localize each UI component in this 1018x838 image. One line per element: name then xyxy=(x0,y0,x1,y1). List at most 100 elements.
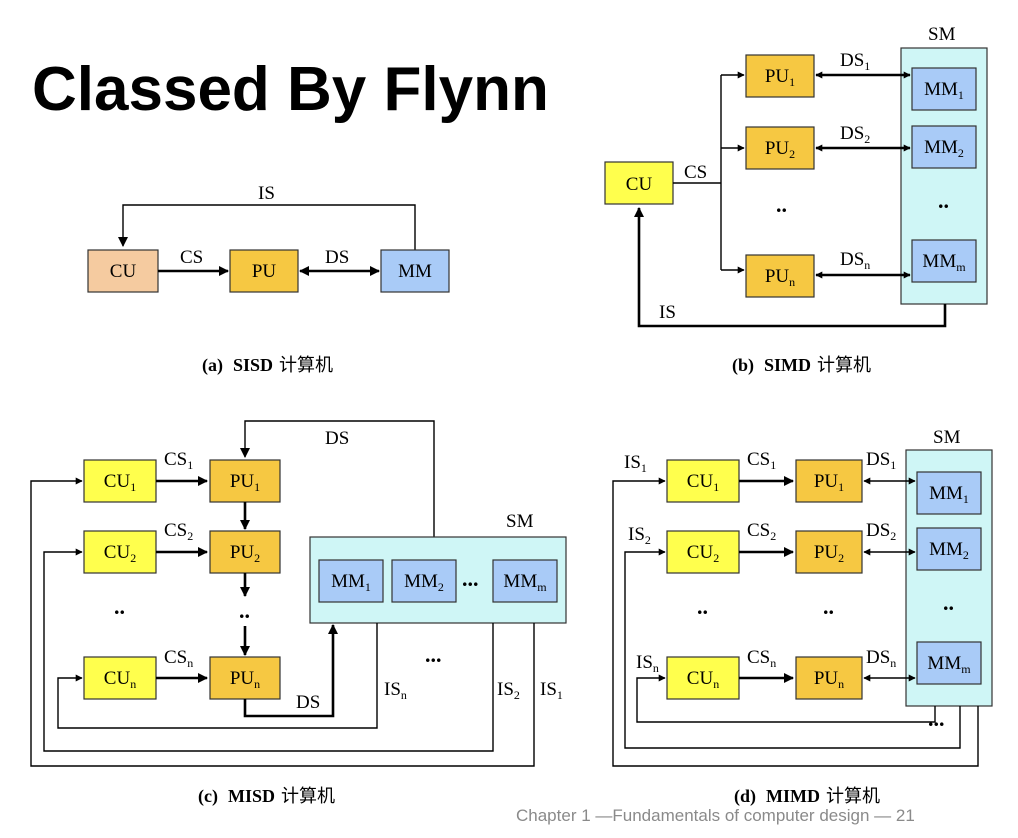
mimd-cu1-label: CU1 xyxy=(687,471,719,494)
simd-cu-label: CU xyxy=(626,174,653,195)
misd-pu-dots: .. xyxy=(239,598,250,623)
mimd-pun-box xyxy=(795,656,863,700)
sisd-cu-label: CU xyxy=(110,261,137,282)
mimd-ds1-label: DS1 xyxy=(866,449,896,472)
mimd-pu1-label: PU1 xyxy=(814,471,844,494)
misd-mm1-box xyxy=(318,559,384,603)
simd-is-line xyxy=(634,207,947,328)
mimd-mm2-label: MM2 xyxy=(929,539,969,562)
simd-diagram: SM CU CS PU1 PU2 .. PUn DS1 DS2 DSn MM1 … xyxy=(604,24,988,376)
simd-cs-label: CS xyxy=(684,162,707,183)
misd-pun-label: PUn xyxy=(230,668,260,691)
misd-mmm-label: MMm xyxy=(503,571,547,594)
mimd-cun-label: CUn xyxy=(687,668,719,691)
mimd-cu1-box xyxy=(666,459,740,503)
mimd-sm-label: SM xyxy=(933,427,961,448)
mimd-is1-label: IS1 xyxy=(624,452,647,475)
misd-is1-line xyxy=(30,477,535,767)
simd-pu2-box xyxy=(745,126,815,170)
sisd-is-line xyxy=(118,204,416,250)
sisd-is-label: IS xyxy=(258,183,275,204)
simd-mmm-box xyxy=(911,239,977,283)
misd-mmm-box xyxy=(492,559,558,603)
page-title: Classed By Flynn xyxy=(32,55,549,124)
misd-mm2-box xyxy=(391,559,457,603)
mimd-dsn-label: DSn xyxy=(866,647,896,670)
simd-pun-box xyxy=(745,254,815,298)
simd-dsn-label: DSn xyxy=(840,249,870,272)
mimd-cs1-label: CS1 xyxy=(747,449,776,472)
simd-ds1-label: DS1 xyxy=(840,50,870,73)
mimd-is2-label: IS2 xyxy=(628,524,651,547)
misd-isn-line xyxy=(57,623,378,729)
sisd-mm-label: MM xyxy=(398,261,432,282)
sisd-ds-label: DS xyxy=(325,247,349,268)
mimd-is-ellipsis: ... xyxy=(928,706,945,731)
misd-csn-label: CSn xyxy=(164,647,193,670)
simd-mm-dots: .. xyxy=(938,188,949,213)
mimd-cu-dots: .. xyxy=(697,594,708,619)
slide-footer: Chapter 1 —Fundamentals of computer desi… xyxy=(516,806,915,825)
mimd-cu2-label: CU2 xyxy=(687,542,719,565)
simd-pu1-box xyxy=(745,54,815,98)
mimd-mm1-label: MM1 xyxy=(929,483,969,506)
misd-pu2-label: PU2 xyxy=(230,542,260,565)
misd-is1-label: IS1 xyxy=(540,679,563,702)
misd-ds-bottom-line xyxy=(243,624,338,718)
sisd-mm-box xyxy=(380,249,450,293)
sisd-cs-label: CS xyxy=(180,247,203,268)
mimd-isn-line xyxy=(636,674,936,723)
misd-cu1-label: CU1 xyxy=(104,471,136,494)
mimd-pu2-box xyxy=(795,530,863,574)
mimd-diagram: SM CU1 CU2 .. CUn CS1 CS2 CSn PU1 PU2 ..… xyxy=(612,427,993,807)
misd-is-ellipsis: ... xyxy=(425,642,442,667)
mimd-csn-label: CSn xyxy=(747,647,776,670)
misd-cu2-label: CU2 xyxy=(104,542,136,565)
mimd-is2-line xyxy=(624,548,961,749)
mimd-pun-label: PUn xyxy=(814,668,844,691)
sisd-cu-box xyxy=(87,249,159,293)
mimd-is1-line xyxy=(612,477,979,767)
misd-ds-top-line xyxy=(240,420,435,537)
simd-sm-label: SM xyxy=(928,24,956,45)
misd-mm-ellipsis: ... xyxy=(462,566,479,591)
simd-mm2-box xyxy=(911,125,977,169)
mimd-mmm-label: MMm xyxy=(927,653,971,676)
simd-mm1-label: MM1 xyxy=(924,79,964,102)
misd-cun-label: CUn xyxy=(104,668,136,691)
mimd-mmm-box xyxy=(916,641,982,685)
sisd-pu-label: PU xyxy=(252,261,277,282)
misd-cs2-label: CS2 xyxy=(164,520,193,543)
misd-cs1-label: CS1 xyxy=(164,449,193,472)
simd-pun-label: PUn xyxy=(765,266,795,289)
mimd-mm-dots: .. xyxy=(943,590,954,615)
mimd-pu-dots: .. xyxy=(823,594,834,619)
simd-mmm-label: MMm xyxy=(922,251,966,274)
misd-cu2-box xyxy=(83,530,157,574)
mimd-pu2-label: PU2 xyxy=(814,542,844,565)
mimd-isn-label: ISn xyxy=(636,652,659,675)
simd-mm2-label: MM2 xyxy=(924,137,964,160)
misd-ds-bottom-label: DS xyxy=(296,692,320,713)
mimd-mm2-box xyxy=(916,527,982,571)
misd-cu-dots: .. xyxy=(114,594,125,619)
misd-mm2-label: MM2 xyxy=(404,571,444,594)
simd-pu1-label: PU1 xyxy=(765,66,795,89)
simd-mm1-box xyxy=(911,67,977,111)
mimd-cu2-box xyxy=(666,530,740,574)
misd-is2-line xyxy=(43,548,494,752)
misd-cu1-box xyxy=(83,459,157,503)
misd-isn-label: ISn xyxy=(384,679,407,702)
mimd-pu1-box xyxy=(795,459,863,503)
misd-pu1-label: PU1 xyxy=(230,471,260,494)
misd-pu1-box xyxy=(209,459,281,503)
simd-ds2-label: DS2 xyxy=(840,123,870,146)
mimd-cs2-label: CS2 xyxy=(747,520,776,543)
mimd-ds2-label: DS2 xyxy=(866,520,896,543)
simd-pu2-label: PU2 xyxy=(765,138,795,161)
